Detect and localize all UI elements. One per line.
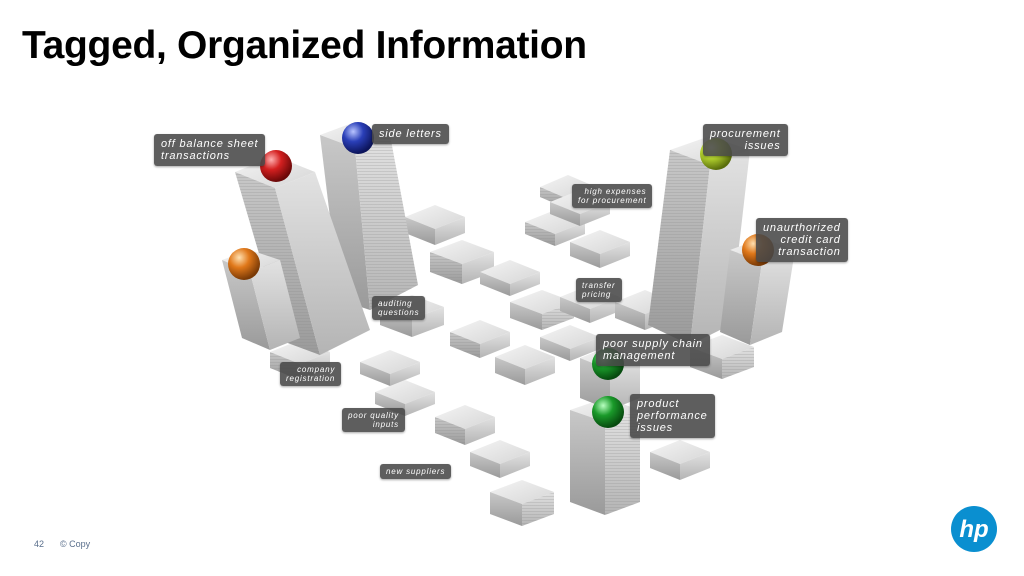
tag-unauthorized-credit-card-transaction: unaurthorized credit card transaction: [756, 218, 848, 262]
red-marker-icon: [260, 150, 292, 182]
blue-marker-icon: [342, 122, 374, 154]
tag-side-letters: side letters: [372, 124, 449, 144]
hp-logo-text: hp: [959, 516, 988, 543]
page-number: 42: [34, 539, 45, 549]
tag-transfer-pricing: transfer pricing: [576, 278, 622, 302]
slide-title: Tagged, Organized Information: [22, 24, 587, 67]
hp-logo: hp: [950, 505, 998, 553]
orange-marker-icon: [228, 248, 260, 280]
tag-high-expenses-for-procurement: high expenses for procurement: [572, 184, 653, 208]
tag-new-suppliers: new suppliers: [380, 464, 452, 479]
document-towers-graphic: [222, 122, 795, 526]
tag-off-balance-sheet-transactions: off balance sheet transactions: [154, 134, 266, 166]
green-marker-icon-2: [592, 396, 624, 428]
copyright-text: © Copy: [60, 539, 91, 549]
tag-company-registration: company registration: [280, 362, 342, 386]
document-stacks: [270, 175, 754, 526]
tag-poor-quality-inputs: poor quality inputs: [342, 408, 405, 432]
tag-product-performance-issues: product performance issues: [630, 394, 715, 438]
hp-logo-icon: hp: [951, 506, 997, 552]
tag-procurement-issues: procurement issues: [703, 124, 788, 156]
data-city-illustration: off balance sheet transactions side lett…: [150, 110, 890, 550]
tag-poor-supply-chain-management: poor supply chain management: [596, 334, 710, 366]
tag-auditing-questions: auditing questions: [372, 296, 426, 320]
